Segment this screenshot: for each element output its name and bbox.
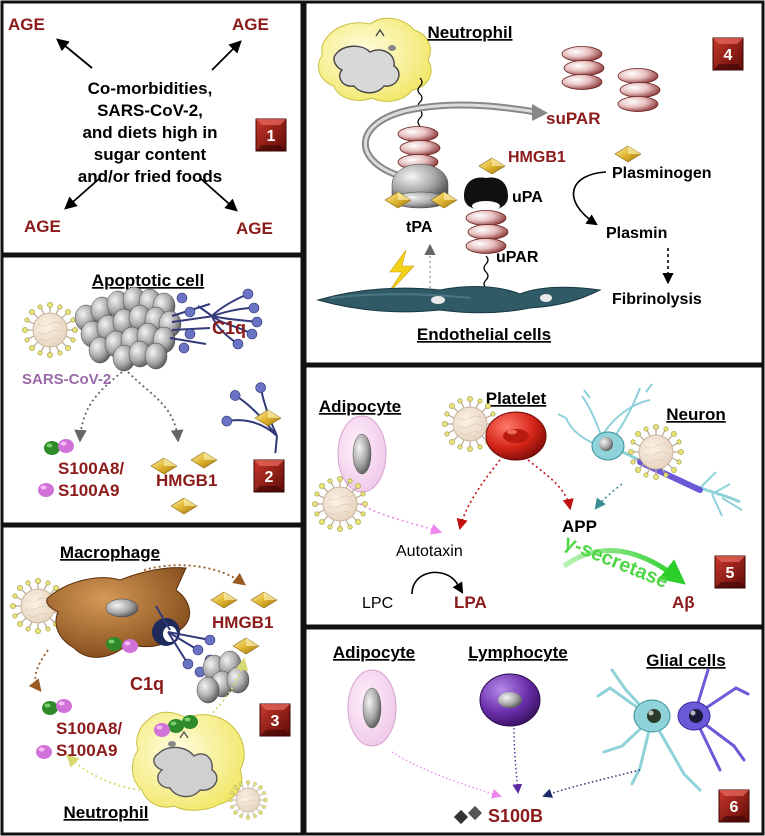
hmgb1-label: HMGB1 [156,471,217,490]
s100a8-label: S100A8/ [56,719,122,738]
virus-icon [627,423,685,481]
autotaxin-label: Autotaxin [396,543,463,560]
center-line-4: sugar content [94,145,207,164]
age-label-bottom-left: AGE [24,217,61,236]
panel-4-badge: 4 [712,37,744,71]
supar-label: suPAR [546,109,600,128]
neutrophil-cell [132,711,268,820]
upar-neutrophil [397,126,441,170]
apoptotic-cell [21,286,263,372]
sars-cov-2-label: SARS-CoV-2 [22,371,111,388]
endothelial-cells [316,286,602,314]
release-arrows [28,564,249,791]
panel-3: Macrophage C1q HMGB1 [0,524,304,836]
s100a9-label: S100A9 [56,741,117,760]
lymphocyte-label: Lymphocyte [468,643,568,662]
tpa-molecule [384,163,458,209]
lpc-label: LPC [362,595,393,612]
panel-1-number: 1 [267,128,276,145]
age-label-top-left: AGE [8,15,45,34]
center-line-3: and diets high in [82,123,217,142]
panel-2: Apoptotic cell C1q SARS-CoV-2 [0,254,304,526]
s100b-molecules [453,805,483,825]
platelet-label: Platelet [486,389,547,408]
center-line-5: and/or fried foods [78,167,223,186]
lpa-label: LPA [454,593,487,612]
neuron-label: Neuron [666,405,726,424]
plasmin-label: Plasmin [606,225,667,242]
panel-5: Adipocyte Platelet Neuron [303,364,765,628]
free-c1q-molecule [221,382,278,454]
age-label-top-right: AGE [232,15,269,34]
glial-cells [596,668,750,792]
lymphocyte-cell [479,673,541,727]
age-label-bottom-right: AGE [236,219,273,238]
c1q-label: C1q [212,318,246,338]
panel-5-number: 5 [726,565,735,582]
virus-icon [311,475,369,533]
secretase-arrow [562,547,686,585]
adipocyte-cell [337,415,387,493]
panel-1: AGE AGE AGE AGE Co-morbidities, SARS-CoV… [0,0,304,256]
adipocyte-cell [347,669,397,747]
fibrinolysis-label: Fibrinolysis [612,291,702,308]
plasminogen-label: Plasminogen [612,165,712,182]
panel-6: Adipocyte Lymphocyte Glial cells [303,626,765,836]
panel-3-badge: 3 [259,703,291,737]
upar-endothelial [465,210,509,254]
neutrophil-cell [318,17,432,102]
panel-6-number: 6 [730,799,739,816]
panel-1-badge: 1 [255,118,287,152]
platelet-cell [485,411,547,461]
s100b-release-arrows [391,727,641,799]
glial-cells-label: Glial cells [646,651,725,670]
s100a9-label: S100A9 [58,481,119,500]
macrophage-cell [46,567,190,658]
gpi-anchor [417,77,423,127]
center-line-1: Co-morbidities, [88,79,213,98]
panel-2-number: 2 [265,469,274,486]
adipocyte-label: Adipocyte [333,643,415,662]
panel-5-badge: 5 [714,555,746,589]
phagocytosed-apoptotic-body [155,605,250,704]
apoptotic-cell-label: Apoptotic cell [92,271,204,290]
panel-3-number: 3 [271,713,280,730]
panel-4-number: 4 [724,47,733,64]
s100a8-label: S100A8/ [58,459,124,478]
c1q-label: C1q [130,674,164,694]
pathway-arrows [359,459,623,535]
endothelial-label: Endothelial cells [417,325,551,344]
s100b-label: S100B [488,806,543,826]
panel-2-badge: 2 [253,459,285,493]
upa-label: uPA [512,189,543,206]
adipocyte-label: Adipocyte [319,397,401,416]
upa-molecule [464,177,508,211]
activation-arrow [572,171,607,226]
panel1-center-text: Co-morbidities, SARS-CoV-2, and diets hi… [78,79,223,186]
lpc-to-lpa-arrow [411,571,464,595]
neutrophil-label: Neutrophil [64,803,149,822]
upar-label: uPAR [496,249,539,266]
hmgb1-label: HMGB1 [508,149,566,166]
hmgb1-label: HMGB1 [212,613,273,632]
neutrophil-label: Neutrophil [428,23,513,42]
tpa-label: tPA [406,219,433,236]
macrophage-label: Macrophage [60,543,160,562]
panel-4: Neutrophil suPAR tPA HMGB1 uPA [303,0,765,366]
age-arrows [56,38,242,212]
center-line-2: SARS-CoV-2, [97,101,203,120]
panel-6-badge: 6 [718,789,750,823]
app-label: APP [562,517,597,536]
abeta-label: Aβ [672,593,695,612]
